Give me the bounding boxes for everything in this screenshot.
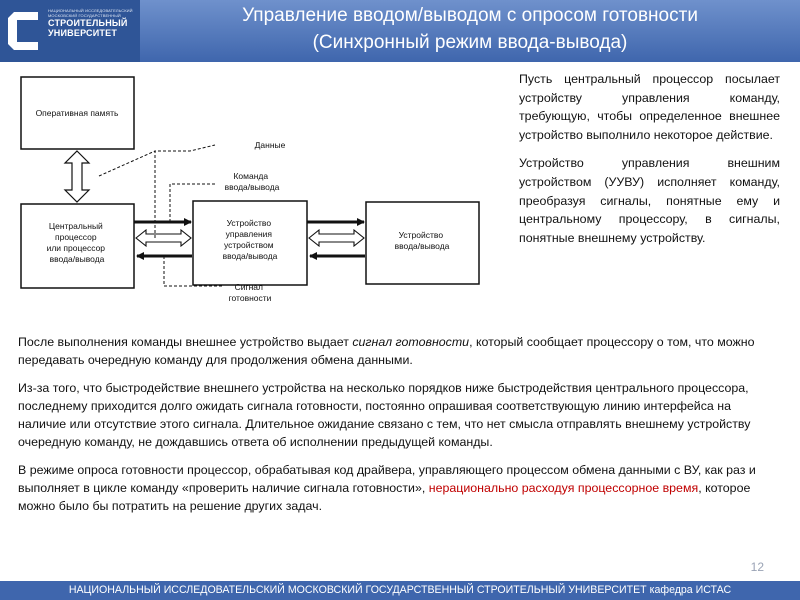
ready-signal-term: сигнал готовности	[352, 335, 470, 349]
bottom-paragraph-3: В режиме опроса готовности процессор, об…	[18, 461, 778, 516]
data-label: Данные	[255, 140, 286, 150]
io-block-diagram: Оперативная память Центральный процессор…	[20, 76, 480, 303]
memory-box	[20, 76, 135, 150]
device-label-line2: ввода/вывода	[395, 241, 450, 251]
memory-cpu-data-arrow	[63, 150, 91, 203]
controller-label-line2: управления	[226, 229, 273, 239]
signal-leader-line	[163, 256, 222, 287]
command-label-line1: Команда	[233, 171, 268, 181]
cpu-box	[20, 203, 135, 289]
logo-university-name: СТРОИТЕЛЬНЫЙ УНИВЕРСИТЕТ	[48, 18, 140, 38]
command-label-line2: ввода/вывода	[225, 182, 280, 192]
command-leader-line	[169, 183, 215, 222]
controller-label: Устройство управления устройством ввода/…	[223, 218, 278, 261]
signal-label-line2: готовности	[229, 293, 272, 303]
p3-text-start: В режиме опроса готовности процессор, об…	[18, 462, 756, 496]
cpu-label-line4: ввода/вывода	[50, 254, 105, 264]
bottom-text-block: После выполнения команды внешнее устройс…	[18, 333, 778, 525]
university-logo: НАЦИОНАЛЬНЫЙ ИССЛЕДОВАТЕЛЬСКИЙ МОСКОВСКИ…	[0, 0, 140, 62]
memory-label: Оперативная память	[36, 108, 119, 118]
bottom-paragraph-2: Из-за того, что быстродействие внешнего …	[18, 380, 751, 450]
controller-device-data-arrow	[308, 228, 365, 248]
controller-label-line4: ввода/вывода	[223, 251, 278, 261]
logo-mark-icon	[8, 12, 38, 50]
right-text-block: Пусть центральный процессор посылает уст…	[519, 70, 780, 257]
slide-title-line1: Управление вводом/выводом с опросом гото…	[242, 5, 698, 26]
cpu-label-line3: или процессор	[47, 243, 106, 253]
logo-small-text: НАЦИОНАЛЬНЫЙ ИССЛЕДОВАТЕЛЬСКИЙ МОСКОВСКИ…	[48, 8, 133, 18]
p3-highlighted-text: нерационально расходуя процессорное врем…	[428, 481, 699, 496]
cpu-label: Центральный процессор или процессор ввод…	[47, 221, 108, 264]
p1-text-end: , который сообщает процессору о том, что…	[18, 335, 755, 368]
cpu-label-line2: процессор	[55, 232, 97, 242]
bottom-paragraph-1: После выполнения команды внешнее устройс…	[18, 333, 778, 370]
signal-label-line1: Сигнал	[235, 282, 263, 292]
p1-text-start: После выполнения команды внешнее устройс…	[18, 335, 353, 349]
page-number: 12	[750, 560, 764, 574]
data-leader-line-2	[98, 150, 156, 177]
slide-footer: НАЦИОНАЛЬНЫЙ ИССЛЕДОВАТЕЛЬСКИЙ МОСКОВСКИ…	[0, 581, 800, 600]
logo-name-line2: УНИВЕРСИТЕТ	[48, 28, 118, 38]
cpu-label-line1: Центральный	[49, 221, 103, 231]
p3-text-end: , которое можно было бы потратить на реш…	[18, 481, 751, 514]
controller-box	[192, 200, 308, 286]
device-box	[365, 201, 480, 285]
slide-title: Управление вводом/выводом с опросом гото…	[140, 2, 800, 56]
controller-label-line1: Устройство	[227, 218, 272, 228]
logo-name-line1: СТРОИТЕЛЬНЫЙ	[48, 18, 128, 28]
device-label: Устройство ввода/вывода	[395, 230, 450, 251]
device-label-line1: Устройство	[399, 230, 444, 240]
cpu-controller-data-arrow	[135, 228, 192, 248]
controller-label-line3: устройством	[224, 240, 274, 250]
slide-title-line2: (Синхронный режим ввода-вывода)	[312, 32, 628, 53]
right-paragraph-2: Устройство управления внешним устройство…	[519, 156, 780, 245]
signal-label: Сигнал готовности	[229, 282, 272, 303]
slide-header: НАЦИОНАЛЬНЫЙ ИССЛЕДОВАТЕЛЬСКИЙ МОСКОВСКИ…	[0, 0, 800, 62]
command-label: Команда ввода/вывода	[225, 171, 280, 192]
right-paragraph-1: Пусть центральный процессор посылает уст…	[519, 72, 780, 142]
